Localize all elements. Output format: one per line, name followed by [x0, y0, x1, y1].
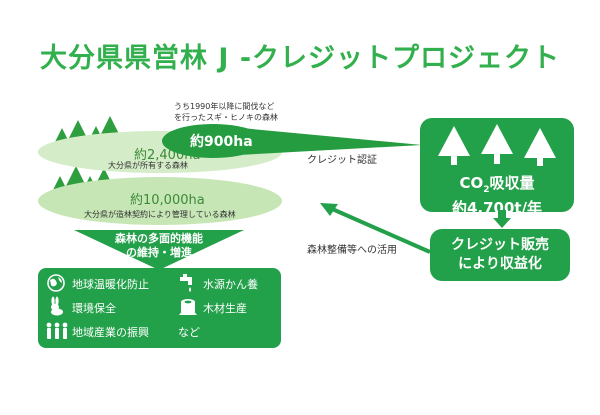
co2-absorption-value: 約4,700t/年	[451, 199, 543, 217]
credit-forest-note: うち1990年以降に間伐など を行ったスギ・ヒノキの森林	[174, 101, 278, 123]
people-icon	[46, 322, 68, 339]
function-label-etc: など	[178, 326, 200, 339]
forest-contract-ellipse	[38, 177, 282, 225]
area-contract-desc: 大分県が造林契約により管理している森林	[84, 210, 236, 219]
banner-line-1: 森林の多面的機能	[115, 232, 203, 245]
co2-prefix: CO	[459, 174, 484, 192]
area-credit-value: 約900ha	[190, 134, 253, 150]
sales-line-2: により収益化	[458, 256, 542, 272]
co2-suffix: 吸収量	[489, 174, 535, 192]
co2-absorption-label: CO2吸収量	[420, 174, 574, 199]
function-label-local-industry: 地域産業の振興	[72, 326, 149, 339]
rabbit-icon	[51, 296, 63, 316]
water-tap-icon	[180, 274, 192, 292]
area-total-desc: 大分県が所有する森林	[108, 161, 188, 170]
stump-icon	[179, 299, 197, 315]
credit-forest-ellipse	[162, 124, 264, 158]
globe-icon	[47, 274, 65, 292]
credit-sales-box: クレジット販売 により収益化	[430, 229, 570, 281]
sales-line-1: クレジット販売	[451, 237, 549, 253]
tree-cluster-icon-3	[438, 124, 556, 166]
functions-box	[38, 268, 281, 348]
functions-banner-shape	[74, 230, 244, 270]
function-label-water: 水源かん養	[203, 278, 258, 291]
note-line-2: を行ったスギ・ヒノキの森林	[174, 113, 278, 122]
function-label-global-warming: 地球温暖化防止	[72, 278, 149, 291]
certification-label: クレジット認証	[307, 155, 377, 166]
functions-banner-text: 森林の多面的機能 の維持・増進	[74, 232, 244, 260]
function-label-timber: 木材生産	[203, 302, 247, 315]
utilization-label: 森林整備等への活用	[307, 245, 397, 256]
credit-arrow-shape	[220, 126, 422, 156]
area-contract-value: 約10,000ha	[130, 193, 205, 208]
note-line-1: うち1990年以降に間伐など	[174, 102, 275, 111]
co2-subscript: 2	[483, 185, 490, 195]
down-arrow-icon	[493, 210, 511, 228]
function-label-environment: 環境保全	[72, 302, 116, 315]
co2-absorption-box: CO2吸収量 約4,700t/年	[420, 118, 574, 217]
reinvest-arrow-icon	[320, 203, 431, 254]
banner-line-2: の維持・増進	[126, 246, 192, 259]
page-title: 大分県県営林 J -クレジットプロジェクト	[39, 43, 561, 74]
